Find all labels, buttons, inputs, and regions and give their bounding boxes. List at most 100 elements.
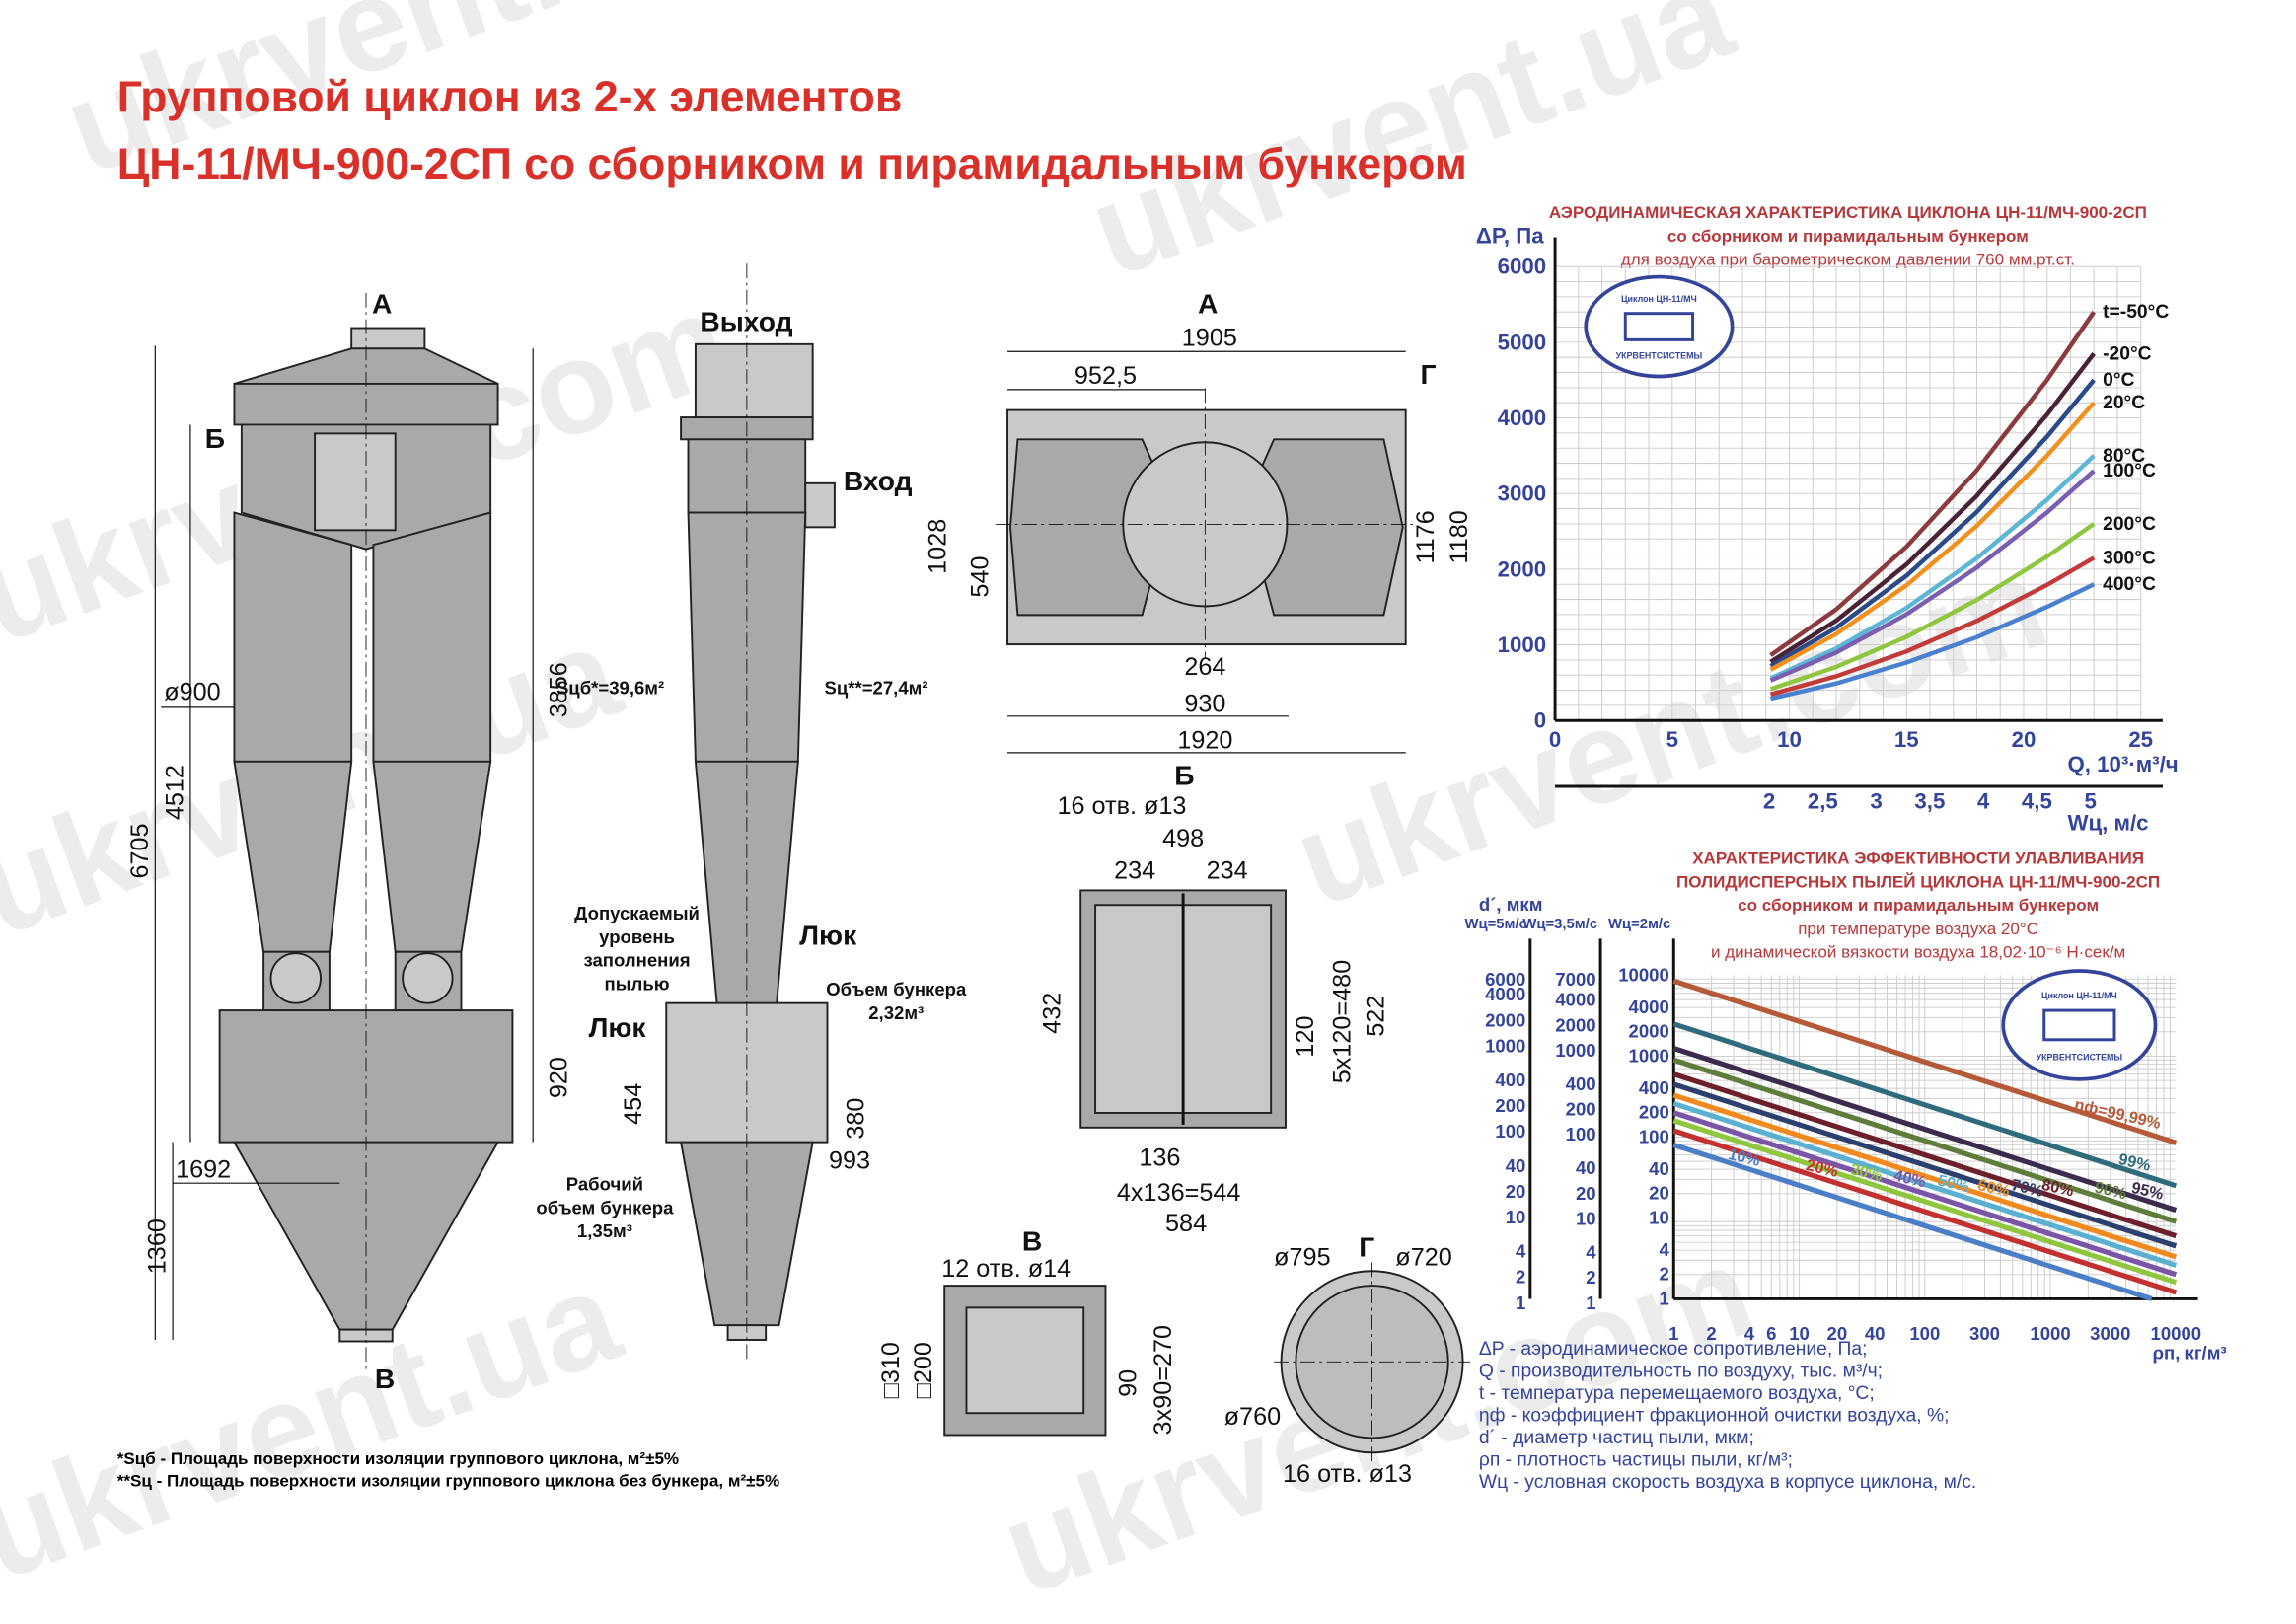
legend-line: Wц - условная скорость воздуха в корпусе… bbox=[1479, 1472, 1976, 1493]
inlet-label: Вход bbox=[844, 465, 913, 496]
chart-subtitle: со сборником и пирамидальным бункером bbox=[1667, 227, 2029, 246]
dim-1905: 1905 bbox=[1182, 324, 1237, 351]
series-line bbox=[1769, 469, 2096, 683]
dim-6705: 6705 bbox=[126, 823, 154, 878]
series-line bbox=[1769, 454, 2096, 681]
work-volume-label: Рабочий bbox=[566, 1174, 643, 1195]
y-tick-label: 200 bbox=[1566, 1099, 1596, 1120]
x-tick-label: 0 bbox=[1549, 727, 1561, 752]
y-tick-label: 100 bbox=[1495, 1121, 1525, 1142]
chart-subtitle: для воздуха при барометрическом давлении… bbox=[1621, 251, 2075, 269]
dim-d795: ø795 bbox=[1274, 1243, 1330, 1271]
fill-level-label: пылью bbox=[605, 973, 670, 994]
y-tick-label: 4000 bbox=[1629, 997, 1669, 1017]
y-tick-label: 6000 bbox=[1485, 969, 1525, 990]
work-volume-label: 1,35м³ bbox=[577, 1220, 632, 1241]
area-scb: Sцб*=39,6м² bbox=[556, 678, 664, 699]
view-a: А 1905 952,5 Г 1028 540 1176 1180 264 93… bbox=[925, 288, 1473, 755]
hopper-volume-label: 2,32м³ bbox=[868, 1002, 924, 1023]
series-label: 80°С bbox=[2103, 446, 2145, 467]
footnote: *Sцб - Площадь поверхности изоляции груп… bbox=[117, 1449, 679, 1468]
series-label: 99% bbox=[2116, 1150, 2152, 1175]
y-tick-label: 7000 bbox=[1555, 969, 1595, 990]
logo-stamp: Циклон ЦН-11/МЧ УКРВЕНТСИСТЕМЫ bbox=[1584, 274, 1735, 379]
side-view: Выход Вход Sцб*=39,6м² Sц**=27,4м² Допус… bbox=[536, 263, 967, 1363]
y-tick-label: 4000 bbox=[1555, 990, 1595, 1010]
series-line bbox=[1672, 1071, 2178, 1239]
series-line bbox=[1770, 582, 2096, 701]
svg-text:Циклон ЦН-11/МЧ: Циклон ЦН-11/МЧ bbox=[2041, 991, 2117, 1000]
aerodynamic-chart: АЭРОДИНАМИЧЕСКАЯ ХАРАКТЕРИСТИКА ЦИКЛОНА … bbox=[1476, 203, 2179, 835]
y-tick-label: 40 bbox=[1649, 1158, 1669, 1179]
dim-1692: 1692 bbox=[176, 1155, 231, 1183]
y-tick-label: 2000 bbox=[1498, 556, 1547, 581]
dim-1176: 1176 bbox=[1412, 510, 1440, 563]
series-line bbox=[1672, 1100, 2178, 1268]
work-volume-label: объем бункера bbox=[536, 1197, 674, 1218]
y-tick-label: 200 bbox=[1495, 1095, 1525, 1116]
x2-tick-label: 4 bbox=[1977, 788, 1990, 813]
x-tick-label: 25 bbox=[2128, 727, 2153, 752]
y-tick-label: 10 bbox=[1576, 1209, 1596, 1229]
holes-b: 16 отв. ø13 bbox=[1057, 792, 1186, 820]
x-tick-label: 1 bbox=[1668, 1323, 1678, 1344]
dim-540: 540 bbox=[967, 556, 995, 598]
y-tick-label: 20 bbox=[1576, 1183, 1596, 1204]
x-tick-label: 2 bbox=[1706, 1323, 1716, 1344]
series-line bbox=[1672, 1118, 2178, 1286]
view-marker-v: В bbox=[375, 1363, 395, 1394]
y-tick-label: 20 bbox=[1506, 1181, 1526, 1202]
outlet-label: Выход bbox=[700, 305, 792, 336]
y-tick-label: 3000 bbox=[1498, 481, 1547, 506]
view-b: Б 16 отв. ø13 498 234 234 432 120 5x120=… bbox=[1038, 760, 1389, 1238]
y-tick-label: 1 bbox=[1516, 1292, 1525, 1313]
y-tick-label: 400 bbox=[1566, 1073, 1596, 1094]
legend-line: ΔP - аэродинамическое сопротивление, Па; bbox=[1479, 1339, 1868, 1360]
dim-136: 136 bbox=[1139, 1144, 1180, 1171]
dim-3x90: 3x90=270 bbox=[1149, 1325, 1177, 1436]
series-line bbox=[1769, 555, 2096, 697]
x-axis-label: Q, 10³·м³/ч bbox=[2067, 752, 2178, 776]
y-axis-title: Wц=3,5м/с bbox=[1522, 917, 1597, 932]
y-tick-label: 400 bbox=[1495, 1070, 1525, 1090]
dim-1028: 1028 bbox=[925, 519, 952, 574]
series-label: 400°С bbox=[2103, 574, 2156, 595]
dim-522: 522 bbox=[1362, 996, 1389, 1037]
x-tick-label: 40 bbox=[1865, 1323, 1886, 1344]
holes-g: 16 отв. ø13 bbox=[1283, 1460, 1412, 1488]
series-label: 0°С bbox=[2103, 370, 2134, 391]
view-b-title: Б bbox=[1174, 760, 1194, 791]
y-tick-label: 4 bbox=[1659, 1239, 1669, 1260]
fill-level-label: Допускаемый bbox=[574, 903, 700, 923]
dim-5x120: 5x120=480 bbox=[1328, 960, 1356, 1084]
dim-234b: 234 bbox=[1207, 857, 1248, 885]
y-tick-label: 40 bbox=[1576, 1157, 1596, 1178]
view-g: Г ø795 ø720 ø760 16 отв. ø13 bbox=[1224, 1230, 1470, 1488]
dim-584: 584 bbox=[1165, 1210, 1207, 1237]
chart-title: ХАРАКТЕРИСТИКА ЭФФЕКТИВНОСТИ УЛАВЛИВАНИЯ bbox=[1692, 849, 2144, 868]
y-tick-label: 1 bbox=[1659, 1288, 1668, 1308]
dim-432: 432 bbox=[1038, 993, 1066, 1034]
dim-sq310: □310 bbox=[877, 1342, 905, 1398]
y-tick-label: 100 bbox=[1566, 1124, 1596, 1144]
y-tick-label: 2000 bbox=[1555, 1014, 1595, 1035]
y-tick-label: 1000 bbox=[1555, 1040, 1595, 1061]
series-line bbox=[1672, 978, 2178, 1145]
dim-1360: 1360 bbox=[144, 1218, 172, 1274]
fill-level-label: заполнения bbox=[584, 950, 691, 971]
legend-line: d´ - диаметр частиц пыли, мкм; bbox=[1479, 1428, 1754, 1448]
holes-v: 12 отв. ø14 bbox=[941, 1255, 1071, 1283]
y-axis-label: ΔP, Па bbox=[1476, 223, 1544, 248]
front-view: А Б В ø900 6705 4512 3856 920 1692 1360 bbox=[126, 288, 572, 1394]
series-line bbox=[1672, 1046, 2178, 1213]
x-tick-label: 5 bbox=[1666, 727, 1678, 752]
dim-3856: 3856 bbox=[545, 662, 572, 717]
view-v: В 12 отв. ø14 □310 □200 90 3x90=270 bbox=[877, 1224, 1177, 1437]
y-tick-label: 10 bbox=[1649, 1207, 1669, 1227]
title-line-1: Групповой циклон из 2-х элементов bbox=[117, 73, 903, 121]
series-line bbox=[1769, 522, 2096, 692]
dim-498: 498 bbox=[1162, 825, 1204, 852]
dim-993: 993 bbox=[829, 1146, 870, 1174]
area-sc: Sц**=27,4м² bbox=[825, 678, 928, 699]
x-tick-label: 100 bbox=[1909, 1323, 1940, 1344]
